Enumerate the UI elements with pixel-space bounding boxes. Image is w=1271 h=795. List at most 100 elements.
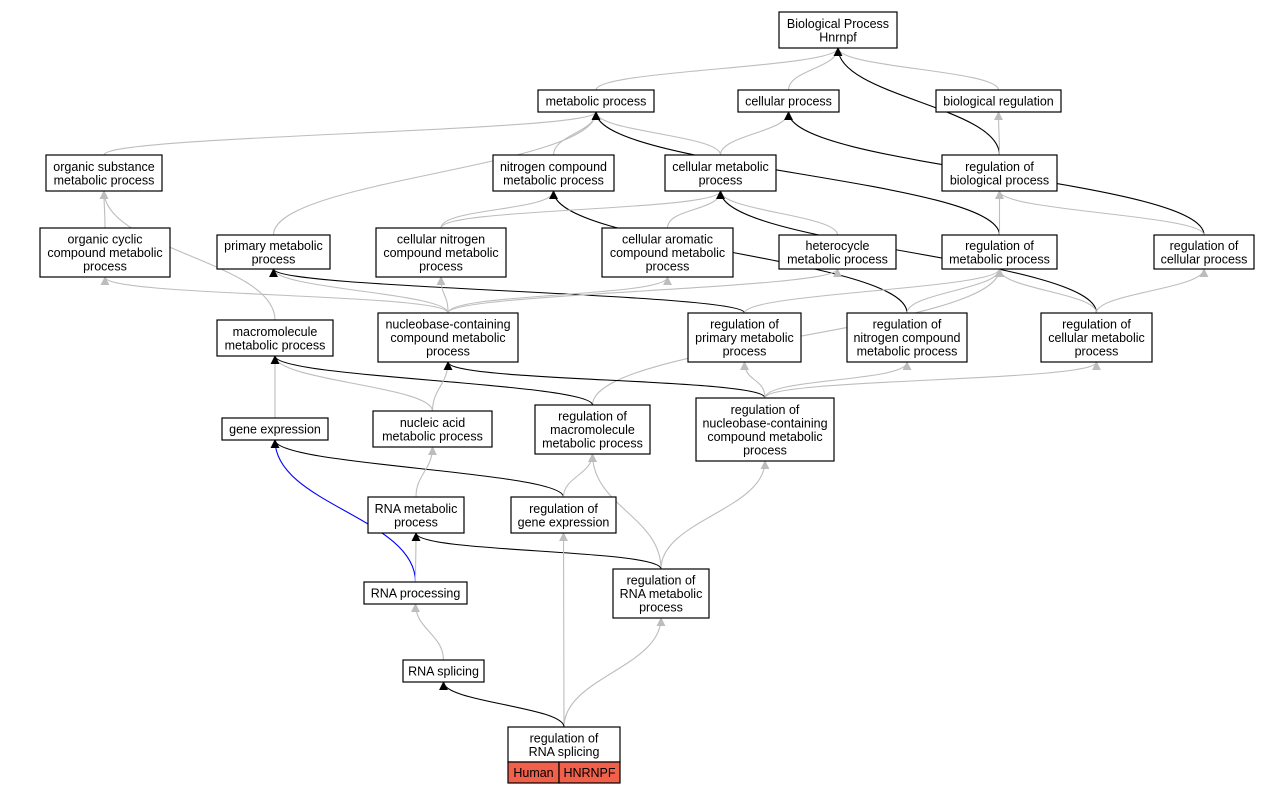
edge-regprim-to-regmet (743, 268, 1004, 314)
node-label-line: metabolic process (949, 252, 1050, 266)
node-box (941, 154, 1058, 192)
go-term-node-cellular: cellular process (737, 89, 840, 113)
edge-primary-to-metabolic (272, 111, 601, 236)
node-label-line: cellular nitrogen (397, 233, 485, 247)
go-term-node-metabolic: metabolic process (537, 89, 655, 113)
edge-cellmet-to-cellular (719, 111, 793, 156)
node-label-line: gene expression (229, 423, 321, 437)
node-box (846, 312, 968, 363)
edge-rnamet-to-nucacid (415, 446, 437, 498)
gene-box (558, 761, 621, 784)
node-label-line: metabolic process (857, 345, 958, 359)
node-label-line: metabolic process (225, 338, 326, 352)
node-label-line: metabolic process (546, 95, 647, 109)
node-box (1040, 312, 1153, 363)
edge-nucleo-to-cellnit (436, 276, 449, 314)
node-label-line: heterocycle (806, 239, 870, 253)
edge-regsplice-to-reggene (559, 532, 569, 728)
node-box (402, 659, 485, 683)
node-label-line: RNA metabolic (375, 502, 458, 516)
node-box (492, 154, 615, 192)
edge-rnaproc-to-geneexp (270, 439, 417, 583)
edge-nucacid-to-nucleo (431, 361, 453, 412)
edge-bioreg-to-bp (833, 47, 1000, 91)
node-label-line: cellular process (1161, 252, 1248, 266)
node-box (372, 410, 493, 448)
node-box (935, 89, 1062, 113)
edge-nucleo-to-cellarom (447, 276, 672, 314)
node-label-line: process (83, 260, 127, 274)
go-term-node-splicing: RNA splicing (402, 659, 485, 683)
node-label-line: regulation of (710, 318, 779, 332)
species-label: Human (513, 766, 553, 780)
node-label-line: cellular process (745, 95, 832, 109)
edge-regnucleo-to-nucleo (443, 361, 766, 399)
edge-cellnit-to-nitrogen (440, 190, 558, 229)
node-box (612, 568, 710, 619)
node-box (695, 397, 835, 462)
node-label-line: compound metabolic (47, 246, 162, 260)
node-label-line: compound metabolic (383, 246, 498, 260)
gene-label: HNRNPF (563, 766, 615, 780)
node-label-line: biological process (950, 173, 1049, 187)
node-label-line: cellular aromatic (622, 233, 713, 247)
edge-regsplice-to-regrnamet (563, 617, 666, 728)
node-label-line: process (1075, 345, 1119, 359)
edge-reggene-to-geneexp (270, 439, 565, 498)
go-term-node-geneexp: gene expression (221, 417, 329, 441)
node-label-line: metabolic process (542, 437, 643, 451)
node-label-line: compound metabolic (390, 331, 505, 345)
node-label-line: regulation of (731, 403, 800, 417)
node-label-line: nucleobase-containing (385, 318, 510, 332)
edge-splicing-to-rnaproc (411, 603, 445, 661)
edge-regmet-to-metabolic (591, 111, 1001, 236)
node-label-line: metabolic process (382, 429, 483, 443)
node-box (778, 11, 898, 49)
node-label-line: metabolic process (787, 252, 888, 266)
node-box (941, 234, 1058, 270)
node-box (39, 227, 171, 278)
node-label-line: organic cyclic (67, 233, 142, 247)
edge-regcellmet-to-regmet (995, 268, 1098, 314)
edge-hetero-to-cellmet (716, 190, 839, 236)
edge-rnaproc-to-rnamet (411, 532, 421, 583)
node-label-line: gene expression (518, 515, 610, 529)
node-label-line: process (639, 601, 683, 615)
node-label-line: RNA metabolic (620, 587, 703, 601)
node-label-line: biological regulation (943, 95, 1054, 109)
edge-regcellmet-to-regcell (1095, 268, 1209, 314)
edge-macro-to-orgsub (99, 190, 276, 321)
node-label-line: regulation of (530, 731, 599, 745)
node-label-line: regulation of (1170, 239, 1239, 253)
node-label-line: organic substance (53, 160, 155, 174)
node-box (537, 89, 655, 113)
node-label-line: nucleic acid (400, 416, 465, 430)
edge-cellular-to-bp (787, 47, 843, 91)
edge-nucacid-to-macro (270, 355, 434, 412)
node-label-line: regulation of (873, 318, 942, 332)
node-box (375, 227, 507, 278)
node-label-line: process (426, 345, 470, 359)
node-box (510, 496, 617, 534)
node-label-line: nitrogen compound (853, 331, 960, 345)
node-label-line: regulation of (1062, 318, 1131, 332)
node-label-line: RNA splicing (408, 665, 479, 679)
node-box (377, 312, 519, 363)
edge-regbio-to-bioreg (994, 111, 1004, 156)
edge-nucleo-to-orgcyc (100, 276, 449, 314)
edge-regsplice-to-splicing (439, 681, 565, 728)
